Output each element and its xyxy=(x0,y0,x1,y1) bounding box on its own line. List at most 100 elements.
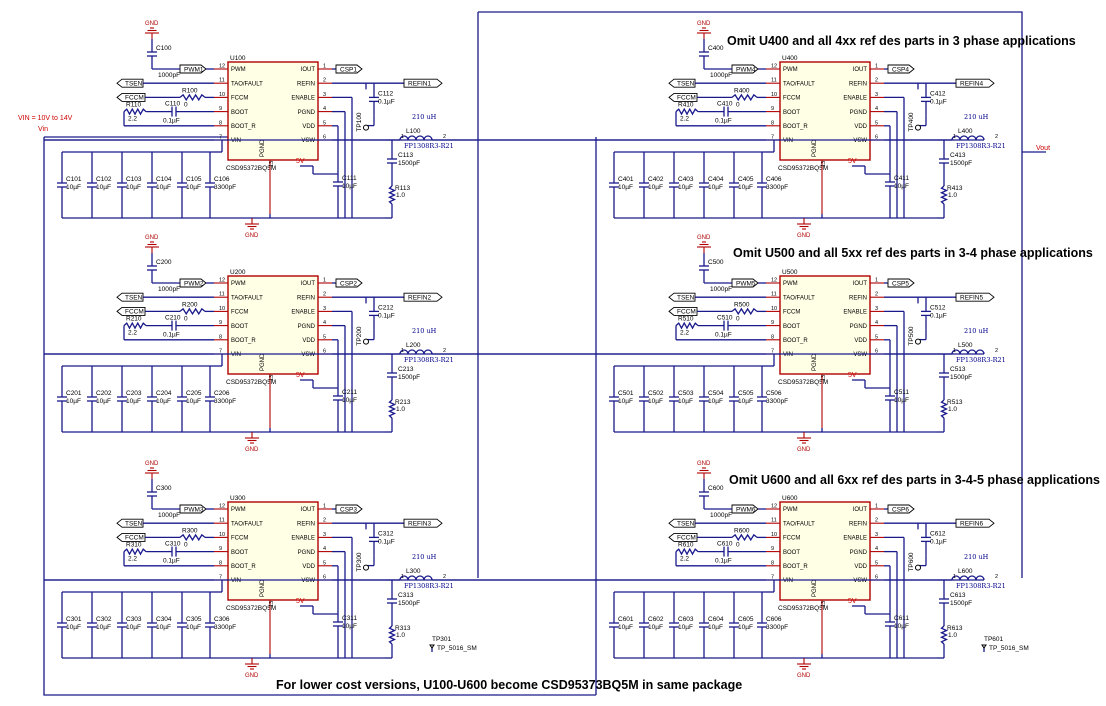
cap-ref: C301 xyxy=(66,616,82,623)
pin-label-vdd: VDD xyxy=(302,564,315,570)
pin-num: 11 xyxy=(219,78,225,84)
pin-label-boot: BOOT xyxy=(783,324,800,330)
refin-flag-refin3-text: REFIN3 xyxy=(408,521,432,528)
pin-label-taofault: TAO/FAULT xyxy=(231,521,263,527)
pin-label-fccm: FCCM xyxy=(783,310,800,316)
csp-flag-csp2-text: CSP2 xyxy=(340,280,357,287)
res-ref: R113 xyxy=(395,185,410,192)
pin-label-pgnd: PGND xyxy=(850,550,868,556)
ic-ref: U100 xyxy=(230,55,246,62)
pin-num: 10 xyxy=(219,532,225,538)
pin-label-iout: IOUT xyxy=(853,67,868,73)
cap-ref: C406 xyxy=(766,176,782,183)
five-v-label: 5V xyxy=(296,372,305,379)
cap-value: 0.1µF xyxy=(715,558,732,565)
res-ref: R313 xyxy=(395,625,411,632)
res-ref: R410 xyxy=(678,102,694,109)
cap-value: 3300pF xyxy=(214,184,236,191)
cap-value: 10µF xyxy=(126,184,141,191)
res-ref: R610 xyxy=(678,542,694,549)
pin-label-bootr: BOOT_R xyxy=(783,338,808,344)
cap-value: 10µF xyxy=(618,184,633,191)
tsen-flag: TSEN xyxy=(116,78,144,88)
refin-flag-refin1-text: REFIN1 xyxy=(408,81,432,88)
pin-num: 1 xyxy=(875,278,878,284)
inductor-pin: 2 xyxy=(443,134,446,140)
pin-label-vsw: VSW xyxy=(853,578,867,584)
fccm-flag-text: FCCM xyxy=(677,535,696,542)
pin-num: 12 xyxy=(771,504,777,510)
pwm-flag-pwm3: PWM3 xyxy=(179,504,207,514)
cap-ref: C503 xyxy=(678,390,694,397)
cap-value: 10µF xyxy=(66,398,81,405)
cap-ref: C300 xyxy=(156,485,172,492)
tp-ref: TP301 xyxy=(432,636,452,643)
pin-num: 12 xyxy=(771,278,777,284)
cap-ref: C603 xyxy=(678,616,694,623)
pin-label-pgnd-bottom: PGND xyxy=(812,139,818,157)
res-ref: R513 xyxy=(947,399,963,406)
cap-ref: C311 xyxy=(342,615,357,622)
ic-ref: U600 xyxy=(782,495,798,502)
cap-value: 10µF xyxy=(894,397,909,404)
pin-label-pwm: PWM xyxy=(783,281,798,287)
pin-label-taofault: TAO/FAULT xyxy=(783,521,815,527)
testpoint-tp300: TP300 xyxy=(356,552,369,572)
pin-num: 8 xyxy=(771,334,774,340)
pin-num: 8 xyxy=(771,560,774,566)
pin-num: 2 xyxy=(323,518,326,524)
pin-label-vin: VIN xyxy=(783,578,793,584)
note-phase3: Omit U400 and all 4xx ref des parts in 3… xyxy=(727,34,1076,48)
cap-value: 0.1µF xyxy=(715,332,732,339)
pin-label-fccm: FCCM xyxy=(231,310,248,316)
cap-value: 10µF xyxy=(96,624,111,631)
res-value: 0 xyxy=(184,541,188,548)
cap-ref: C113 xyxy=(398,152,413,159)
cap-value: 3300pF xyxy=(214,398,236,405)
refin-flag-refin6-text: REFIN6 xyxy=(960,521,984,528)
cap-ref: C604 xyxy=(708,616,724,623)
inductor-part: FP1308R3-R21 xyxy=(404,142,454,150)
pin-label-fccm: FCCM xyxy=(783,96,800,102)
res-ref: R210 xyxy=(126,316,142,323)
tp-ref: TP601 xyxy=(984,636,1004,643)
cap-ref: C103 xyxy=(126,176,142,183)
pin-num: 10 xyxy=(219,92,225,98)
pin-label-vdd: VDD xyxy=(854,338,867,344)
pin-label-fccm: FCCM xyxy=(231,536,248,542)
pin-num: 12 xyxy=(219,64,225,70)
inductor-pin: 2 xyxy=(995,574,998,580)
gnd-label: GND xyxy=(245,673,259,679)
cap-ref: C411 xyxy=(894,175,909,182)
pin-label-refin: REFIN xyxy=(849,81,867,87)
pin-label-bootr: BOOT_R xyxy=(231,564,256,570)
cap-value: 0.1µF xyxy=(930,312,947,319)
gnd-label: GND xyxy=(245,233,259,239)
pin-num: 3 xyxy=(323,532,326,538)
pin-label-vdd: VDD xyxy=(302,124,315,130)
cap-value: 10µF xyxy=(648,624,663,631)
pwm-flag-pwm5-text: PWM5 xyxy=(736,280,756,287)
res-ref: R110 xyxy=(126,102,141,109)
tp-part: TP_5016_SM xyxy=(989,645,1029,652)
ic-part: CSD95372BQ5M xyxy=(778,379,828,386)
gnd-label: GND xyxy=(797,673,811,679)
